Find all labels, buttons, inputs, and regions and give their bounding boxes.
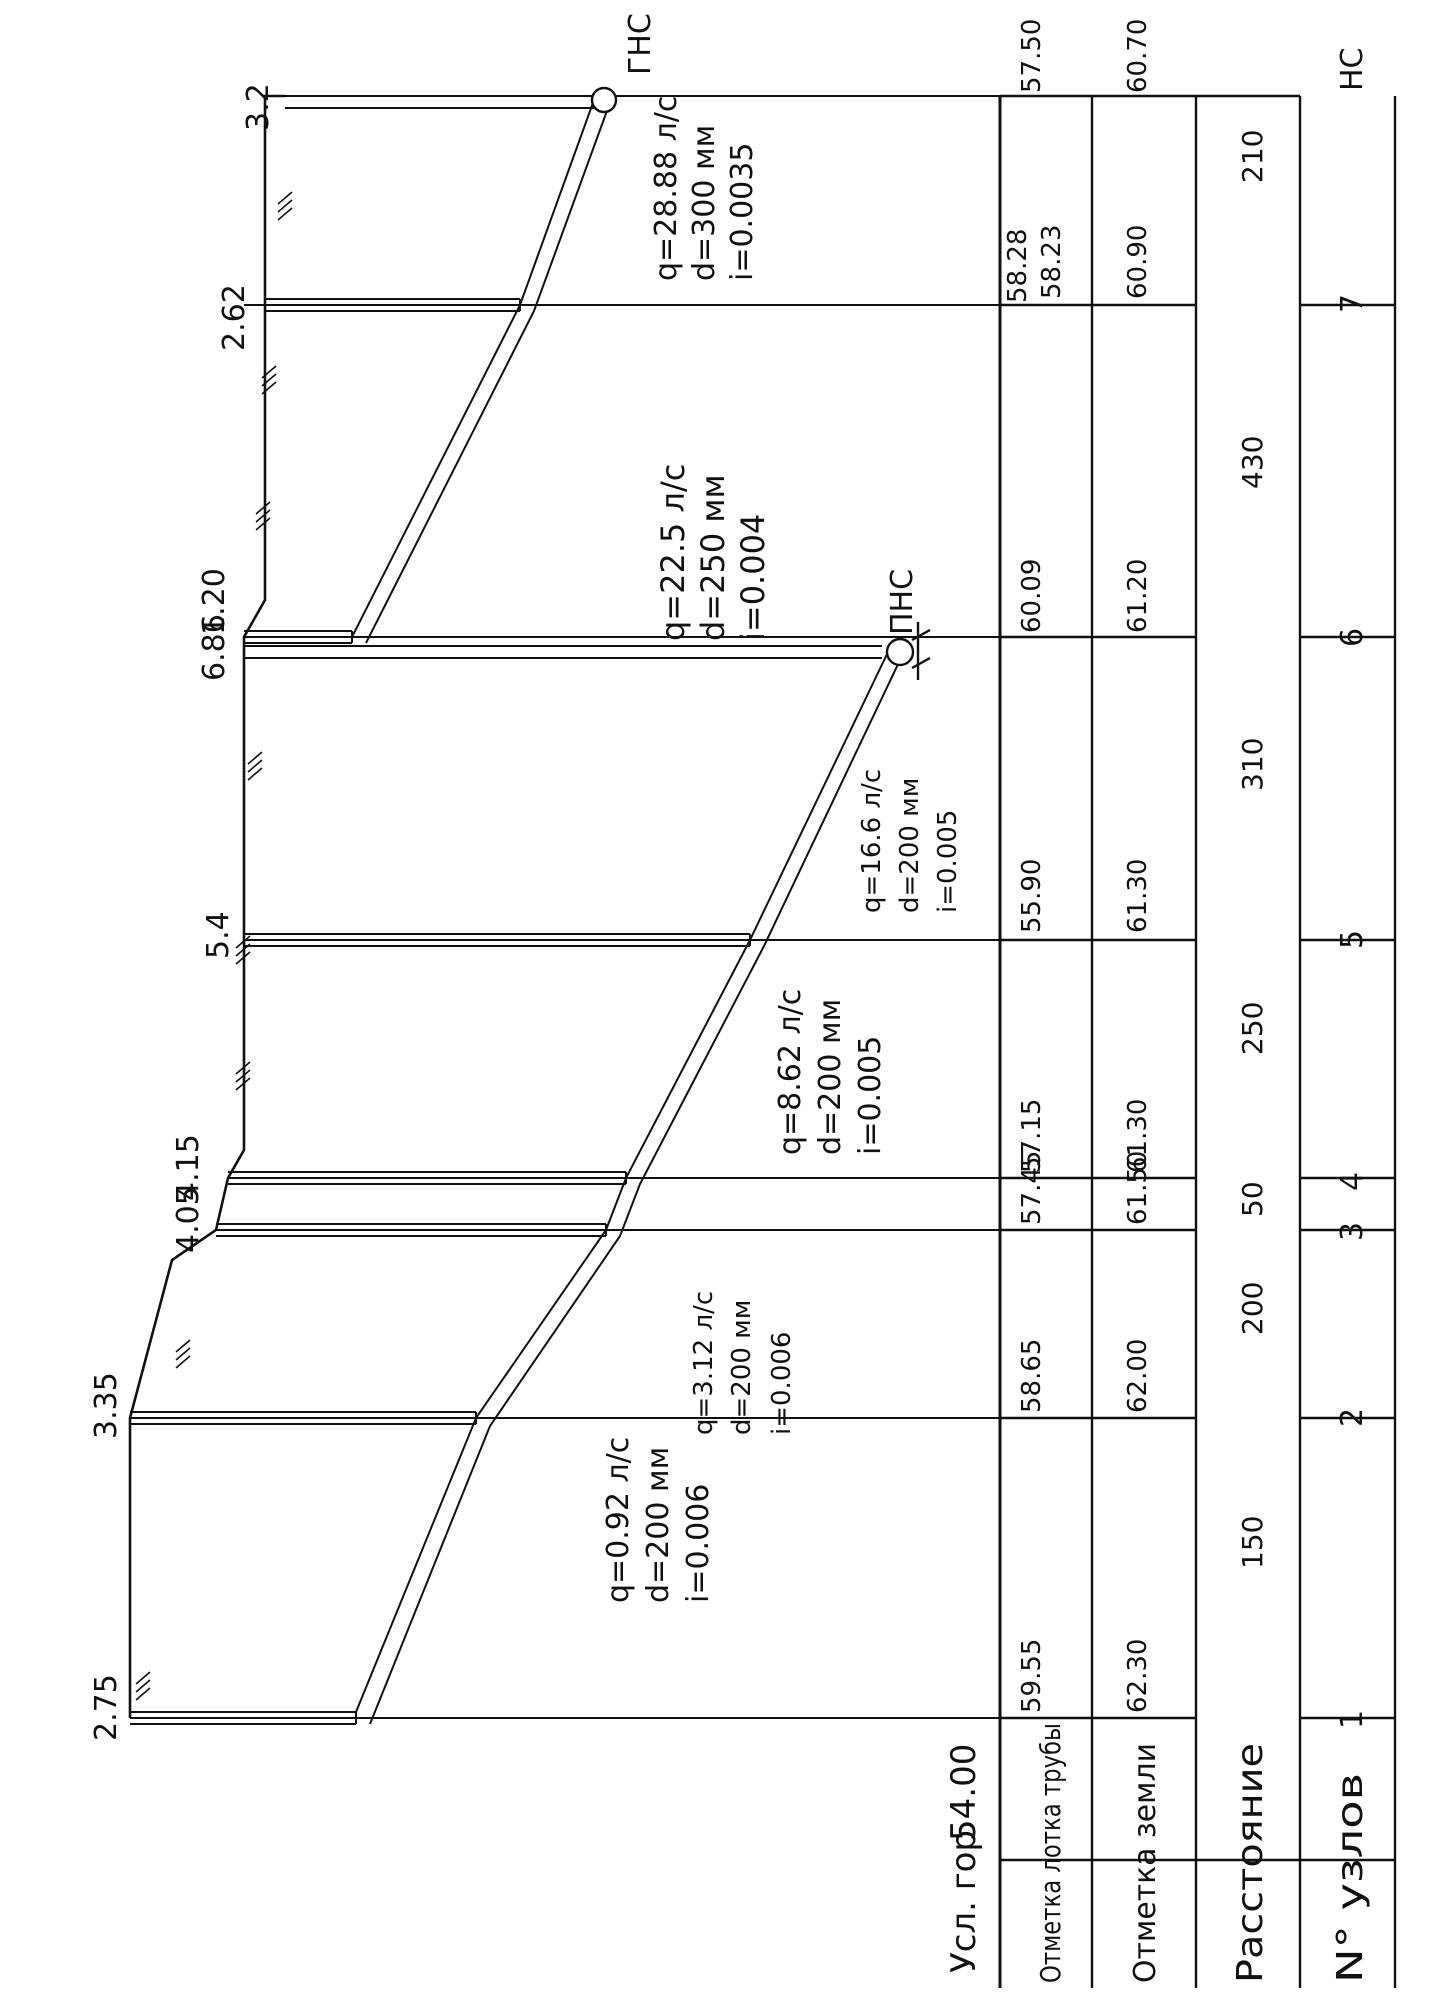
node-number: 2 [1335, 1408, 1370, 1427]
ground-elevation: 60.90 [1123, 225, 1153, 299]
ground-elevation: 62.30 [1123, 1639, 1153, 1713]
diameter-label: d=200 мм [641, 1447, 676, 1603]
invert-elevation: 58.65 [1017, 1339, 1047, 1413]
distance-value: 200 [1236, 1282, 1269, 1335]
depth-label: 2.62 [217, 284, 252, 351]
segment-1-annotation: q=0.92 л/с d=200 мм i=0.006 [601, 1437, 716, 1603]
depth-label: 6.86 [197, 614, 232, 681]
invert-elevation: 58.23 [1037, 225, 1067, 299]
gns-label: ГНС [623, 13, 658, 75]
row-label-distance: Расстояние [1230, 1743, 1271, 1983]
distance-value: 150 [1236, 1516, 1269, 1569]
invert-elevation: 57.50 [1017, 19, 1047, 93]
slope-label: i=0.006 [681, 1484, 716, 1603]
invert-elevation: 60.09 [1017, 559, 1047, 633]
node-number: 7 [1335, 294, 1370, 313]
profile-table [998, 94, 1397, 1988]
ground-elevation: 61.30 [1123, 859, 1153, 933]
ground-elevation: 61.20 [1123, 559, 1153, 633]
depth-label: 3.35 [89, 1372, 124, 1439]
depth-label: 1.20 [197, 568, 232, 635]
invert-elevation: 59.55 [1017, 1639, 1047, 1713]
ground-elevation: 61.30 [1123, 1099, 1153, 1173]
invert-elevation: 57.15 [1017, 1099, 1047, 1173]
node-number: НС [1335, 47, 1370, 91]
flow-rate-label: q=3.12 л/с [689, 1291, 719, 1435]
depth-label: 2.75 [89, 1674, 124, 1741]
invert-elevation: 57.45 [1017, 1151, 1047, 1225]
depth-label: 4.05 [171, 1186, 206, 1253]
flow-rate-label: q=16.6 л/с [857, 769, 887, 913]
invert-elevation: 55.90 [1017, 859, 1047, 933]
diameter-label: d=250 мм [694, 474, 732, 641]
flow-rate-label: q=0.92 л/с [601, 1437, 636, 1603]
flow-rate-label: q=28.88 л/с [649, 96, 684, 281]
ground-surface-line [128, 94, 285, 1718]
datum-label: Усл. гор [944, 1830, 984, 1973]
node-number: 1 [1335, 1710, 1370, 1729]
slope-label: i=0.004 [734, 514, 772, 641]
pns-station-symbol [885, 622, 931, 680]
node-number: 3 [1335, 1222, 1370, 1241]
slope-label: i=0.006 [767, 1332, 797, 1435]
depth-label: 5.4 [201, 911, 236, 959]
distance-value: 310 [1236, 738, 1269, 791]
row-label-ground: Отметка земли [1128, 1743, 1163, 1983]
slope-label: i=0.005 [933, 810, 963, 913]
diameter-label: d=200 мм [813, 999, 848, 1155]
node-number: 4 [1335, 1172, 1370, 1191]
node-number: 6 [1335, 628, 1370, 647]
diameter-label: d=200 мм [895, 778, 925, 913]
distance-value: 50 [1236, 1181, 1269, 1217]
depth-label: 4.15 [171, 1134, 206, 1201]
datum-value: 54.00 [944, 1744, 984, 1841]
ground-elevation: 61.50 [1123, 1151, 1153, 1225]
node-number: 5 [1335, 930, 1370, 949]
row-label-invert: Отметка лотка трубы [1034, 1723, 1067, 1983]
pns-label: ПНС [885, 569, 920, 635]
rotated-text-layer: Усл. гор 54.00 Отметка лотка трубы Отмет… [89, 13, 1371, 1983]
gns-station-symbol [590, 86, 618, 114]
segment-6-annotation: q=28.88 л/с d=300 мм i=0.0035 [649, 96, 760, 281]
flow-rate-label: q=22.5 л/с [654, 464, 692, 641]
segment-4-annotation: q=16.6 л/с d=200 мм i=0.005 [857, 769, 963, 913]
invert-elevation: 58.28 [1003, 229, 1033, 303]
ground-elevation: 60.70 [1123, 19, 1153, 93]
diameter-label: d=200 мм [727, 1300, 757, 1435]
manhole-shafts [130, 95, 882, 1725]
flow-rate-label: q=8.62 л/с [773, 989, 808, 1155]
pipe-profile [351, 99, 901, 1725]
hatch-marks [135, 191, 293, 1701]
distance-value: 250 [1236, 1002, 1269, 1055]
segment-2-annotation: q=3.12 л/с d=200 мм i=0.006 [689, 1291, 797, 1435]
distance-value: 210 [1236, 130, 1269, 183]
slope-label: i=0.005 [853, 1036, 888, 1155]
segment-5-annotation: q=22.5 л/с d=250 мм i=0.004 [654, 464, 772, 641]
distance-value: 430 [1236, 436, 1269, 489]
slope-label: i=0.0035 [725, 143, 760, 281]
row-label-nodes: N° узлов [1330, 1773, 1371, 1983]
diameter-label: d=300 мм [687, 125, 722, 281]
segment-3-annotation: q=8.62 л/с d=200 мм i=0.005 [773, 989, 888, 1155]
depth-label: 3.2 [241, 83, 276, 131]
ground-elevation: 62.00 [1123, 1339, 1153, 1413]
